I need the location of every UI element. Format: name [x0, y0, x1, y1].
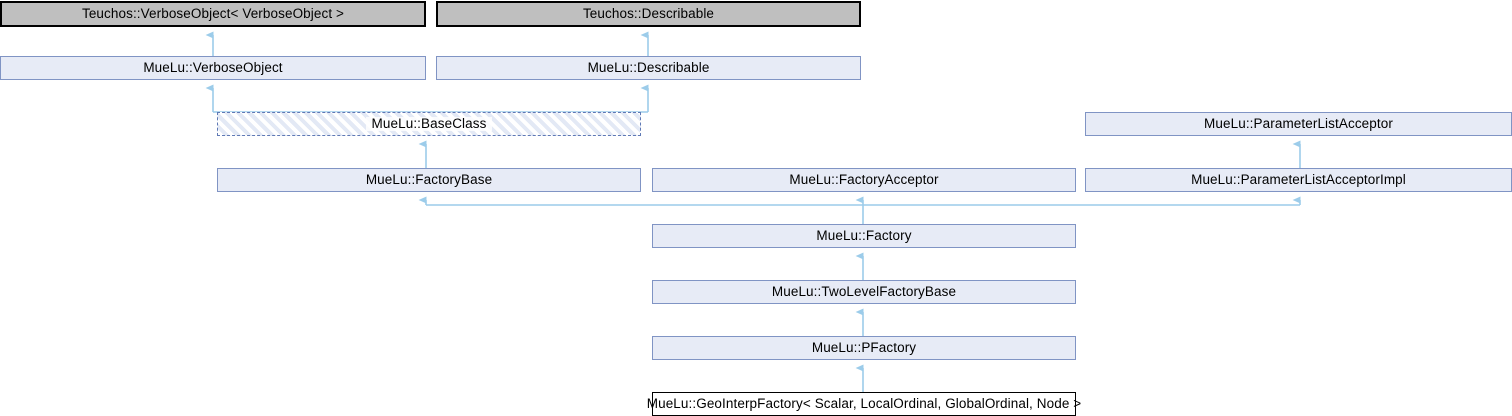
class-node-label: Teuchos::Describable — [582, 6, 715, 22]
class-node-label: MueLu::PFactory — [811, 340, 917, 356]
class-node-label: MueLu::ParameterListAcceptor — [1204, 116, 1393, 132]
class-node-muelu-parameterlistacceptor[interactable]: MueLu::ParameterListAcceptor — [1085, 112, 1512, 136]
class-node-teuchos-describable[interactable]: Teuchos::Describable — [436, 1, 861, 27]
class-node-label: MueLu::FactoryBase — [365, 172, 493, 188]
class-node-label: Teuchos::VerboseObject< VerboseObject > — [81, 6, 345, 22]
class-node-label: MueLu::FactoryAcceptor — [789, 172, 939, 188]
class-node-label: MueLu::Describable — [587, 60, 710, 76]
class-node-label: MueLu::BaseClass — [365, 117, 493, 131]
class-node-muelu-parameterlistacceptorimpl[interactable]: MueLu::ParameterListAcceptorImpl — [1085, 168, 1512, 192]
class-node-label: MueLu::TwoLevelFactoryBase — [771, 284, 957, 300]
class-node-muelu-factory[interactable]: MueLu::Factory — [652, 224, 1076, 248]
class-node-label: MueLu::ParameterListAcceptorImpl — [1191, 172, 1406, 188]
class-node-teuchos-verboseobject[interactable]: Teuchos::VerboseObject< VerboseObject > — [0, 1, 426, 27]
class-node-muelu-baseclass[interactable]: MueLu::BaseClass — [217, 112, 641, 136]
class-node-label: MueLu::Factory — [816, 228, 912, 244]
class-node-muelu-verboseobject[interactable]: MueLu::VerboseObject — [0, 56, 426, 80]
class-node-muelu-geointerpfactory[interactable]: MueLu::GeoInterpFactory< Scalar, LocalOr… — [647, 392, 1081, 416]
class-node-muelu-pfactory[interactable]: MueLu::PFactory — [652, 336, 1076, 360]
class-node-muelu-factorybase[interactable]: MueLu::FactoryBase — [217, 168, 641, 192]
class-node-label: MueLu::GeoInterpFactory< Scalar, LocalOr… — [646, 396, 1082, 412]
class-node-muelu-factoryacceptor[interactable]: MueLu::FactoryAcceptor — [652, 168, 1076, 192]
class-node-muelu-describable[interactable]: MueLu::Describable — [436, 56, 861, 80]
class-node-muelu-twolevelfactorybase[interactable]: MueLu::TwoLevelFactoryBase — [652, 280, 1076, 304]
class-node-label: MueLu::VerboseObject — [143, 60, 283, 76]
